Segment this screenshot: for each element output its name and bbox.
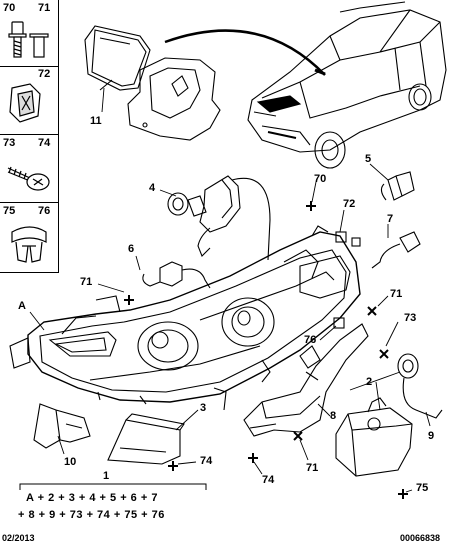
bracket-part-3 — [107, 413, 185, 465]
screw-washer-icon — [8, 21, 49, 58]
bulb-part-5 — [380, 171, 415, 201]
callout-1: 1 — [103, 470, 110, 482]
callout-9: 9 — [428, 430, 435, 442]
footer-date: 02/2013 — [2, 533, 35, 543]
dust-cover-part-11 — [84, 25, 221, 141]
callout-76: 76 — [304, 334, 317, 346]
bulb-part-4 — [167, 175, 271, 261]
part-number-71: 71 — [38, 2, 51, 14]
part-number-76: 76 — [38, 205, 51, 217]
rivet-clip-icon — [11, 226, 47, 263]
vehicle-silhouette — [247, 1, 447, 169]
callout-71-bottom: 71 — [306, 462, 319, 474]
callout-8: 8 — [330, 410, 337, 422]
callout-6: 6 — [128, 243, 135, 255]
callout-75: 75 — [416, 482, 429, 494]
part-number-72: 72 — [38, 68, 51, 80]
callout-70: 70 — [314, 173, 327, 185]
connector-part-7 — [371, 231, 421, 269]
igniter-part-9 — [397, 353, 443, 419]
callout-11: 11 — [90, 115, 102, 127]
headlamp-unit-A — [9, 225, 361, 411]
assembly-formula-line-2: + 8 + 9 + 73 + 74 + 75 + 76 — [18, 509, 165, 521]
part-number-75: 75 — [3, 205, 16, 217]
ballast-part-2 — [335, 397, 413, 477]
callout-5: 5 — [365, 153, 372, 165]
callout-3: 3 — [200, 402, 207, 414]
callout-71-right: 71 — [390, 288, 403, 300]
part-number-74: 74 — [38, 137, 51, 149]
bracket-part-8 — [243, 323, 369, 437]
callout-7: 7 — [387, 213, 394, 225]
callout-2: 2 — [366, 376, 373, 388]
fastener-legend: 70 71 72 — [0, 0, 59, 273]
callout-73: 73 — [404, 312, 417, 324]
legend-cell-70-71: 70 71 — [0, 0, 58, 67]
part-number-73: 73 — [3, 137, 16, 149]
clip-nut-icon — [9, 83, 41, 123]
callout-10: 10 — [64, 456, 77, 468]
footer-reference: 00066838 — [400, 533, 441, 543]
assembly-formula-line-1: A + 2 + 3 + 4 + 5 + 6 + 7 — [26, 492, 158, 504]
callout-72: 72 — [343, 198, 356, 210]
callout-A: A — [18, 300, 26, 312]
bracket-part-10 — [33, 403, 91, 449]
socket-part-6 — [142, 261, 211, 289]
legend-cell-73-74: 73 74 — [0, 134, 58, 203]
callout-71-left: 71 — [80, 276, 93, 288]
self-tapping-screw-icon — [7, 166, 50, 191]
legend-cell-75-76: 75 76 — [0, 202, 58, 272]
callout-4: 4 — [149, 182, 156, 194]
callout-74-center: 74 — [200, 455, 213, 467]
legend-cell-72: 72 — [0, 66, 58, 135]
part-number-70: 70 — [3, 2, 16, 14]
callout-74-right: 74 — [262, 474, 275, 486]
